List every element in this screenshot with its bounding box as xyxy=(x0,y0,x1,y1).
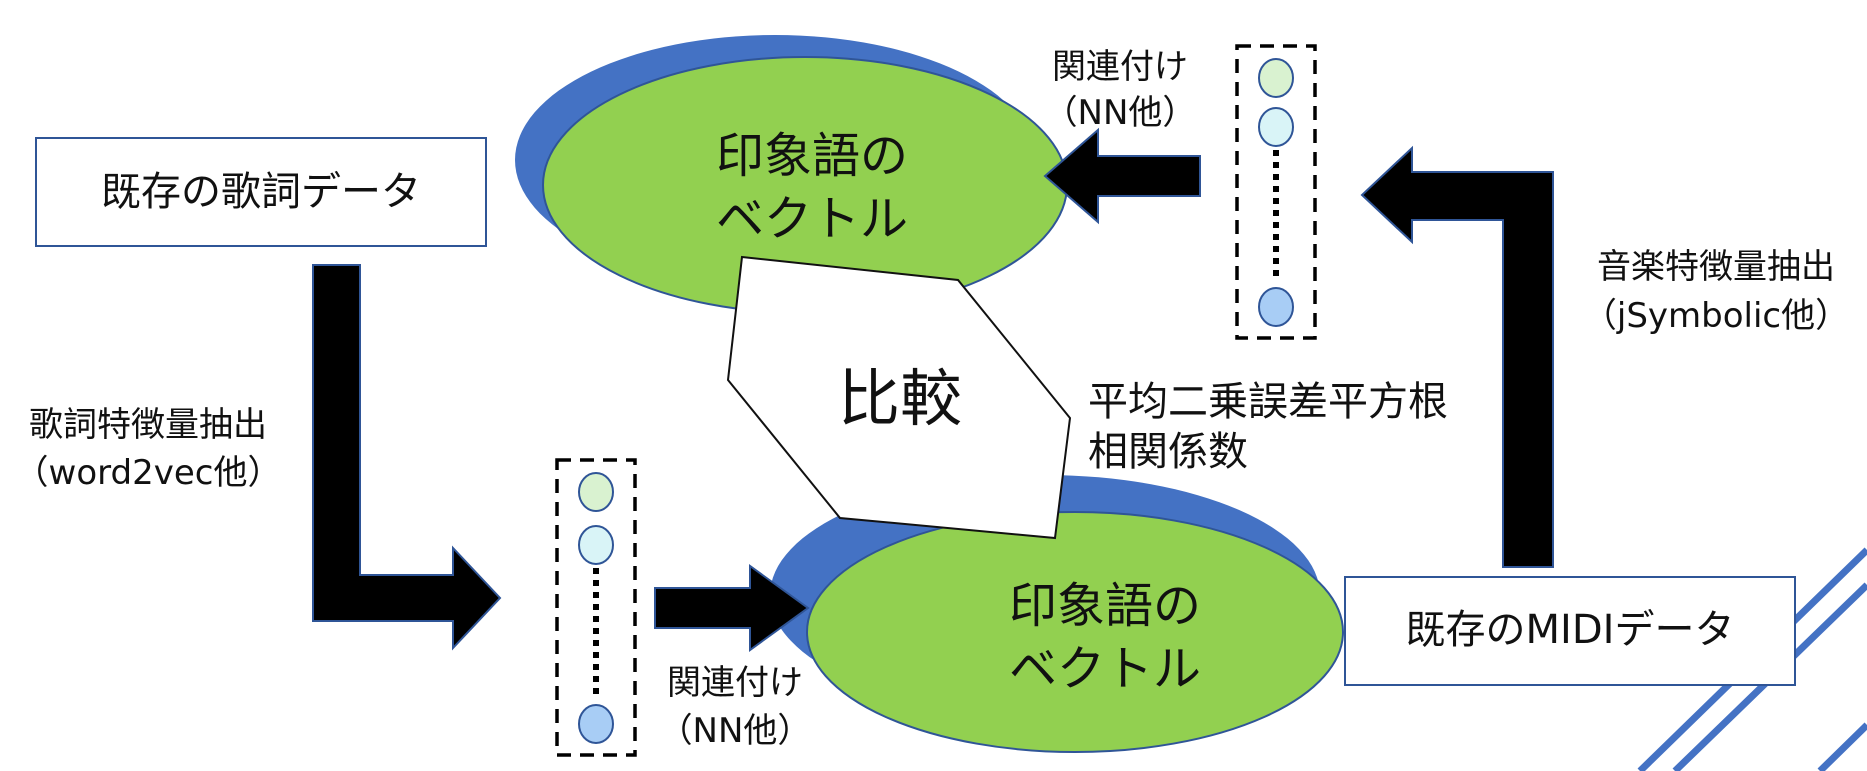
lyrics-feature-vector xyxy=(555,458,637,757)
lyrics-vector-node-1 xyxy=(578,472,614,512)
assoc-bottom-label-line2: （NN他） xyxy=(659,711,812,751)
lyrics-vector-node-3 xyxy=(578,704,614,744)
compare-method-correlation: 相関係数 xyxy=(1088,429,1248,475)
top-vector-label-line1: 印象語の xyxy=(716,128,908,184)
lyrics-extract-arrow xyxy=(312,264,502,651)
lyrics-data-box xyxy=(35,137,487,247)
top-vector-ellipse: 印象語の ベクトル xyxy=(515,35,1068,314)
music-feature-vector xyxy=(1235,44,1317,340)
compare-shape: 比較 xyxy=(726,255,1072,540)
assoc-top-label-line1: 関連付け xyxy=(1052,47,1188,87)
deco-line-3 xyxy=(1817,722,1867,771)
music-vector-node-2 xyxy=(1258,107,1294,147)
top-vector-label-line2: ベクトル xyxy=(716,191,908,247)
compare-polygon xyxy=(726,255,1072,540)
lyrics-feature-label-line2: （word2vec他） xyxy=(15,453,282,493)
midi-data-label: 既存のMIDIデータ xyxy=(1406,607,1735,653)
assoc-top-arrow xyxy=(1043,127,1201,225)
assoc-bottom-label-line1: 関連付け xyxy=(667,663,803,703)
music-vector-node-1 xyxy=(1258,58,1294,98)
compare-method-rmse: 平均二乗誤差平方根 xyxy=(1088,379,1448,425)
lyrics-data-label: 既存の歌詞データ xyxy=(101,169,421,215)
bottom-vector-label-line2: ベクトル xyxy=(1009,641,1201,697)
music-vector-node-3 xyxy=(1258,287,1294,327)
midi-data-box xyxy=(1344,576,1796,686)
lyrics-feature-label-line1: 歌詞特徴量抽出 xyxy=(29,405,267,445)
music-feature-label-line1: 音楽特徴量抽出 xyxy=(1597,247,1835,287)
music-feature-label-line2: （jSymbolic他） xyxy=(1583,296,1849,336)
lyrics-vector-node-2 xyxy=(578,525,614,565)
bottom-vector-ellipse: 印象語の ベクトル xyxy=(770,475,1344,753)
bottom-vector-label-line1: 印象語の xyxy=(1009,578,1201,634)
assoc-bottom-arrow xyxy=(654,564,810,652)
compare-label: 比較 xyxy=(838,362,962,435)
assoc-top-label-line2: （NN他） xyxy=(1044,93,1197,133)
music-extract-arrow xyxy=(1360,145,1554,568)
bottom-ellipse-body xyxy=(806,511,1344,753)
